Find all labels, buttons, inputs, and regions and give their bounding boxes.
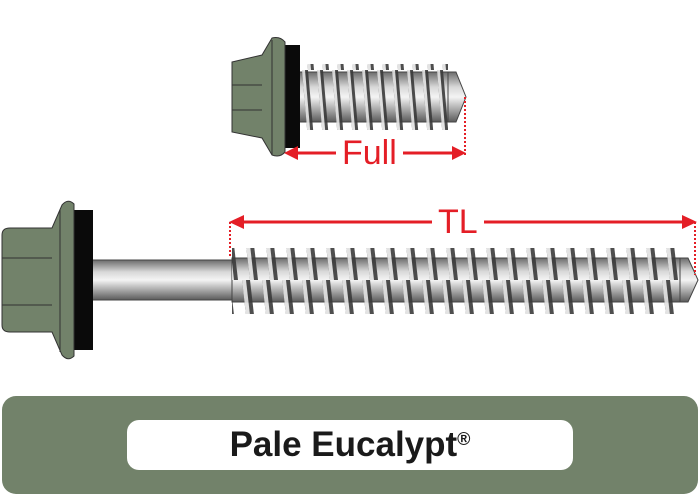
registered-mark: ® <box>457 429 471 449</box>
washer <box>72 210 93 350</box>
long-screw <box>1 200 699 360</box>
short-screw <box>231 37 467 157</box>
hex-head <box>231 37 286 157</box>
total-length-label: TL <box>432 205 484 239</box>
color-name-text: Pale Eucalypt <box>229 425 458 464</box>
hex-head <box>1 200 75 360</box>
color-name-pill: Pale Eucalypt® <box>127 420 573 470</box>
color-banner: Pale Eucalypt® <box>2 396 698 494</box>
color-name: Pale Eucalypt® <box>230 425 471 464</box>
washer <box>285 45 300 148</box>
full-length-label: Full <box>336 136 403 170</box>
